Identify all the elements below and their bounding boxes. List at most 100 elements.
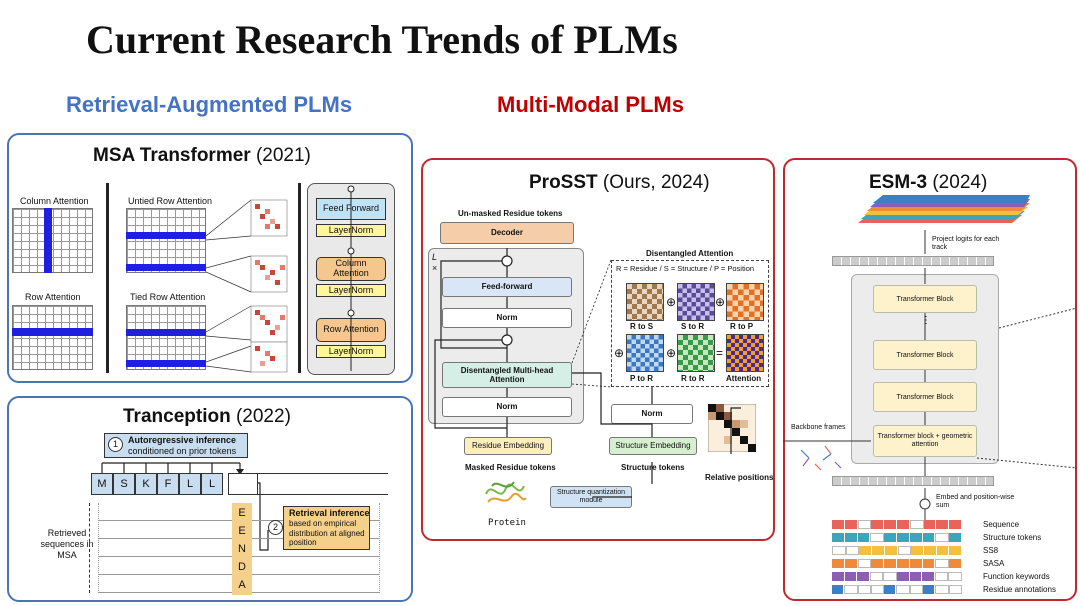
dis-attention-box [611,260,769,387]
msa-stack-arrows [347,185,355,371]
track-row-function [832,572,962,581]
protein-label: Protein [488,518,526,528]
track-label-function: Function keywords [983,572,1050,581]
matrix-label-r-to-p: R to P [730,322,754,331]
layer-count-l: L [432,252,438,262]
output-logit-tracks [858,195,1030,223]
tied-row-attention-label: Tied Row Attention [130,292,206,302]
seq-token-6: L [201,473,223,495]
msa-divider-2 [298,183,301,373]
plus-sign-4: ⊕ [666,346,677,360]
step2-text: based on empirical distribution at align… [289,519,365,548]
relative-positions-label: Relative positions [705,473,774,482]
track-row-sasa [832,559,962,568]
retrieved-bracket [89,503,90,593]
matrix-attention [726,334,764,372]
step1-badge: 1 [108,437,123,452]
esm3-arrows [783,230,1077,520]
norm-block-1: Norm [442,308,572,328]
seq-blank-slot [228,473,258,495]
untied-row-highlight-1 [126,232,206,239]
relative-positions-matrix [708,404,756,452]
prosst-title-bold: ProSST [529,172,598,193]
tied-row-highlight-1 [126,329,206,336]
attn-map-2 [250,255,288,293]
msa-title: MSA Transformer (2021) [93,145,311,167]
esm3-title-bold: ESM-3 [869,172,928,193]
track-row-structure [832,533,962,542]
heading-retrieval: Retrieval-Augmented PLMs [66,92,353,117]
msa-token-3: N [232,539,252,559]
track-row-ss8 [832,546,963,555]
stack-dots: ⋮ [921,315,931,326]
masked-residue-label: Masked Residue tokens [465,463,556,472]
prosst-title: ProSST (Ours, 2024) [529,172,710,194]
structure-tokens-label: Structure tokens [621,463,685,472]
step2-bold: Retrieval inference [289,508,370,518]
matrix-s-to-r [677,283,715,321]
retrieval-box [283,506,370,550]
seq-row-extension [258,473,388,495]
slide-title: Current Research Trends of PLMs [86,17,678,62]
untied-row-highlight-2 [126,264,206,271]
matrix-label-r-to-s: R to S [630,322,654,331]
matrix-label-attention: Attention [726,374,762,383]
decoder-block: Decoder [440,222,574,244]
bottom-token-row [832,476,994,486]
track-label-sequence: Sequence [983,520,1020,529]
row-attention-highlight [12,328,93,336]
tied-row-grid [126,305,206,370]
msa-title-bold: MSA Transformer [93,145,251,166]
norm-block-2: Norm [442,397,572,417]
layer-count-x: × [432,263,438,273]
esm3-title: ESM-3 (2024) [869,172,987,194]
track-row-residue-annotations [832,585,962,594]
seq-token-2: S [113,473,135,495]
equals-sign: = [716,346,724,360]
feed-forward-block: Feed-forward [442,277,572,297]
msa-title-year: (2021) [255,145,311,166]
disentangled-mha-block: Disentangled Multi-head Attention [442,362,572,388]
matrix-label-r-to-r: R to R [681,374,705,383]
tied-row-highlight-2 [126,360,206,367]
prosst-title-rest: (Ours, 2024) [602,172,710,193]
embed-sum-label: Embed and position-wise sum [936,494,1015,510]
unmasked-label: Un-masked Residue tokens [458,209,563,218]
retrieved-label: Retrieved sequences in MSA [40,528,94,560]
msa-token-1: E [232,503,252,523]
step1-bold: Autoregressive inference [128,435,237,445]
untied-row-grid [126,208,206,273]
matrix-r-to-r [677,334,715,372]
prosst-panel: ProSST (Ours, 2024) [421,158,775,541]
matrix-label-p-to-r: P to R [630,374,653,383]
column-attention-label: Column Attention [20,196,89,206]
seq-token-1: M [91,473,113,495]
attn-map-3 [250,305,288,343]
transformer-block-2: Transformer Block [873,340,977,370]
attention-maps [206,199,288,373]
transformer-block-3: Transformer Block [873,382,977,412]
plus-sign-3: ⊕ [614,346,625,360]
step2-badge: 2 [268,520,283,535]
prosst-arrows [434,248,741,498]
msa-token-4: D [232,557,252,577]
tranception-title: Tranception (2022) [123,406,291,428]
untied-row-attention-label: Untied Row Attention [128,196,213,206]
attn-map-4 [250,341,288,373]
top-token-row [832,256,994,266]
column-attention-grid [12,208,93,273]
seq-token-3: K [135,473,157,495]
backbone-frames-label: Backbone frames [791,424,846,431]
heading-multimodal: Multi-Modal PLMs [497,92,684,117]
step1-text: conditioned on prior tokens [128,446,237,456]
column-attention-highlight [44,208,52,273]
msa-token-5: A [232,575,252,595]
msa-token-2: E [232,521,252,541]
geometric-attention-block: Transformer block + geometric attention [873,425,977,457]
structure-embedding-block: Structure Embedding [609,437,697,455]
tranception-title-bold: Tranception [123,406,231,427]
esm3-title-year: (2024) [932,172,988,193]
seq-token-4: F [157,473,179,495]
autoregressive-box [104,433,248,458]
matrix-label-s-to-r: S to R [681,322,705,331]
